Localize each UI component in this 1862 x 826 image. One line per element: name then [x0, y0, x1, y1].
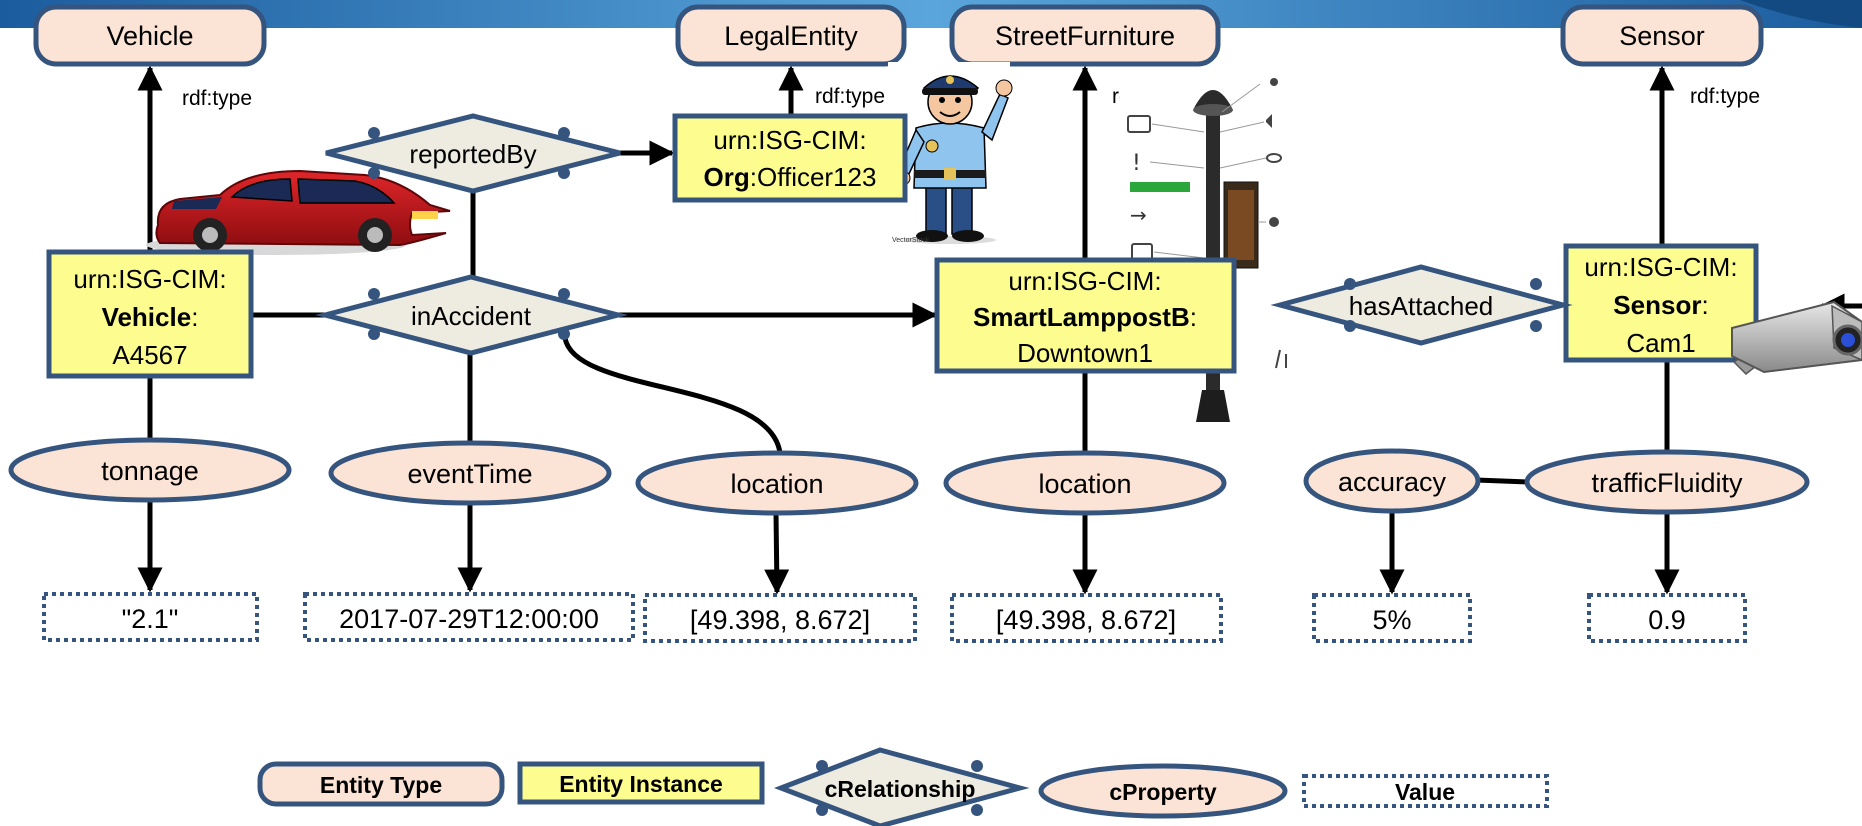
vehicle-rdf-type-label: rdf:type [182, 87, 252, 110]
entity-type-legal-entity: LegalEntity [675, 4, 907, 67]
instance-sensor-colon: : [1701, 290, 1708, 320]
svg-text:Sensor:: Sensor: [1613, 290, 1708, 320]
property-tonnage: tonnage [8, 437, 292, 503]
instance-lamppost-colon: : [1190, 302, 1197, 332]
value-accuracy-box [1312, 593, 1472, 643]
value-accuracy: 5% [1372, 605, 1411, 635]
entity-type-legal-entity-label: LegalEntity [724, 21, 858, 51]
instance-officer-prefix: urn:ISG-CIM: [713, 125, 866, 155]
property-tonnage-label: tonnage [101, 456, 199, 486]
instance-officer: urn:ISG-CIM: Org:Officer123 [672, 113, 908, 203]
entity-type-street-furniture: StreetFurniture [949, 4, 1221, 67]
sensor-rdf-type-label: rdf:type [1690, 85, 1760, 108]
property-accuracy: accuracy [1303, 448, 1481, 514]
property-lamppost-location-label: location [1038, 469, 1131, 499]
value-tonnage: "2.1" [122, 604, 179, 634]
instance-sensor-id: Cam1 [1626, 328, 1695, 358]
property-accident-location: location [635, 450, 919, 516]
officer-rdf-type-label: rdf:type [815, 85, 885, 108]
header-banner-curve [1740, 0, 1862, 28]
legend-entity-type-label: Entity Type [320, 772, 442, 798]
svg-text:Org:Officer123: Org:Officer123 [704, 162, 877, 192]
instance-lamppost-id: Downtown1 [1017, 338, 1153, 368]
value-lamppost-location-box [950, 593, 1223, 643]
property-event-time: eventTime [328, 440, 612, 506]
instance-officer-class: Org [704, 162, 750, 192]
entity-type-vehicle-label: Vehicle [106, 21, 193, 51]
value-accident-location: [49.398, 8.672] [690, 605, 870, 635]
legend: Entity Type Entity Instance cRelationshi… [257, 747, 1549, 826]
value-event-time-box [303, 592, 635, 642]
entity-type-sensor: Sensor [1560, 4, 1764, 67]
location-to-value-arrow [764, 512, 790, 595]
legend-value: Value [1302, 774, 1549, 808]
svg-text:→: → [1130, 203, 1147, 227]
svg-text:SmartLamppostB:: SmartLamppostB: [973, 302, 1197, 332]
property-accuracy-label: accuracy [1338, 467, 1447, 497]
entity-type-sensor-label: Sensor [1619, 21, 1705, 51]
legend-property-label: cProperty [1109, 779, 1217, 805]
property-traffic-fluidity: trafficFluidity [1524, 449, 1810, 515]
in-accident-to-location-curve [562, 337, 783, 454]
instance-sensor: urn:ISG-CIM: Sensor: Cam1 [1563, 243, 1759, 363]
relationship-reported-by: reportedBy [325, 113, 621, 194]
entity-type-vehicle: Vehicle [33, 4, 267, 67]
legend-relationship-label: cRelationship [825, 776, 976, 802]
header-banner [0, 0, 1862, 28]
car-illustration [146, 169, 451, 255]
relationship-in-accident: inAccident [315, 274, 628, 356]
instance-vehicle-id: A4567 [112, 340, 187, 370]
property-accident-location-label: location [730, 469, 823, 499]
relationship-has-attached: hasAttached [1270, 264, 1573, 346]
value-accident-location-box [643, 593, 917, 643]
relationship-has-attached-label: hasAttached [1349, 291, 1494, 321]
legend-relationship: cRelationship [774, 747, 1030, 826]
legend-entity-instance-label: Entity Instance [559, 771, 723, 797]
legend-entity-type: Entity Type [257, 761, 505, 807]
svg-text:Vehicle:: Vehicle: [102, 302, 199, 332]
value-event-time: 2017-07-29T12:00:00 [339, 604, 599, 634]
legend-property: cProperty [1038, 763, 1288, 819]
accuracy-to-traffic-fluidity-line [1475, 477, 1528, 485]
value-lamppost-location: [49.398, 8.672] [996, 605, 1176, 635]
instance-vehicle-colon: : [191, 302, 198, 332]
relationship-in-accident-label: inAccident [411, 301, 532, 331]
instance-vehicle: urn:ISG-CIM: Vehicle: A4567 [46, 249, 254, 379]
instance-lamppost: urn:ISG-CIM: SmartLamppostB: Downtown1 [934, 257, 1237, 374]
value-tonnage-box [42, 592, 259, 642]
property-event-time-label: eventTime [407, 459, 532, 489]
value-traffic-fluidity: 0.9 [1648, 605, 1686, 635]
property-lamppost-location: location [943, 450, 1227, 516]
entity-type-street-furniture-label: StreetFurniture [995, 21, 1175, 51]
legend-value-label: Value [1395, 779, 1455, 805]
property-traffic-fluidity-label: trafficFluidity [1591, 468, 1743, 498]
instance-officer-id: :Officer123 [750, 162, 877, 192]
instance-sensor-class: Sensor [1613, 290, 1701, 320]
relationship-reported-by-label: reportedBy [409, 139, 536, 169]
instance-vehicle-class: Vehicle [102, 302, 192, 332]
legend-entity-instance: Entity Instance [517, 761, 765, 805]
instance-lamppost-prefix: urn:ISG-CIM: [1008, 266, 1161, 296]
security-camera-illustration [1731, 300, 1862, 376]
instance-vehicle-prefix: urn:ISG-CIM: [73, 264, 226, 294]
instance-sensor-prefix: urn:ISG-CIM: [1584, 252, 1737, 282]
instance-lamppost-class: SmartLamppostB [973, 302, 1190, 332]
value-traffic-fluidity-box [1587, 593, 1747, 643]
police-officer-illustration: VectorStock [888, 62, 1013, 246]
svg-text:!: ! [1132, 151, 1141, 176]
vectorstock-caption: VectorStock [892, 237, 930, 244]
